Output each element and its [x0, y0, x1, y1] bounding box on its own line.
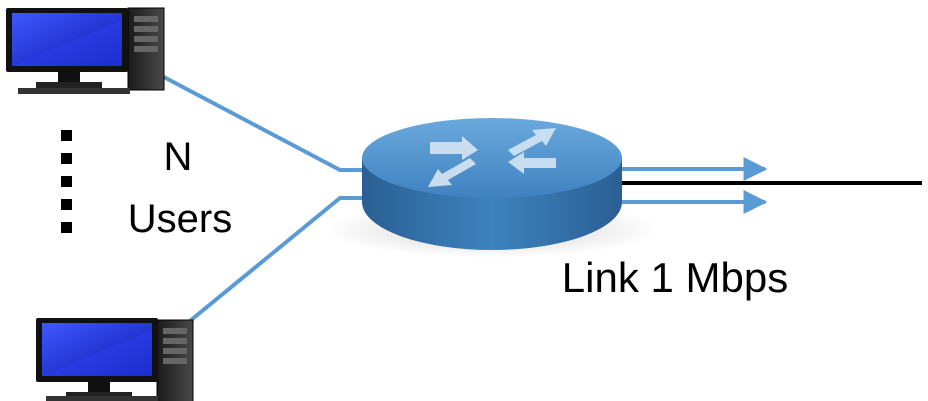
connection-line-top	[159, 73, 365, 172]
router-arrows-icon	[428, 128, 556, 187]
users-word-label: Users	[128, 197, 232, 241]
keyboard-bottom	[46, 396, 158, 401]
connection-lines	[159, 73, 365, 327]
link-label: Link 1 Mbps	[562, 254, 788, 301]
computer-icon-top	[6, 7, 165, 94]
outgoing-link	[620, 157, 922, 214]
keyboard-top	[18, 88, 130, 94]
connection-line-bottom	[183, 196, 365, 327]
users-count-label: N	[164, 135, 193, 179]
computer-icon-bottom	[36, 318, 194, 401]
ellipsis-dots	[61, 130, 72, 233]
router-top	[362, 118, 622, 198]
router-icon	[322, 118, 662, 258]
